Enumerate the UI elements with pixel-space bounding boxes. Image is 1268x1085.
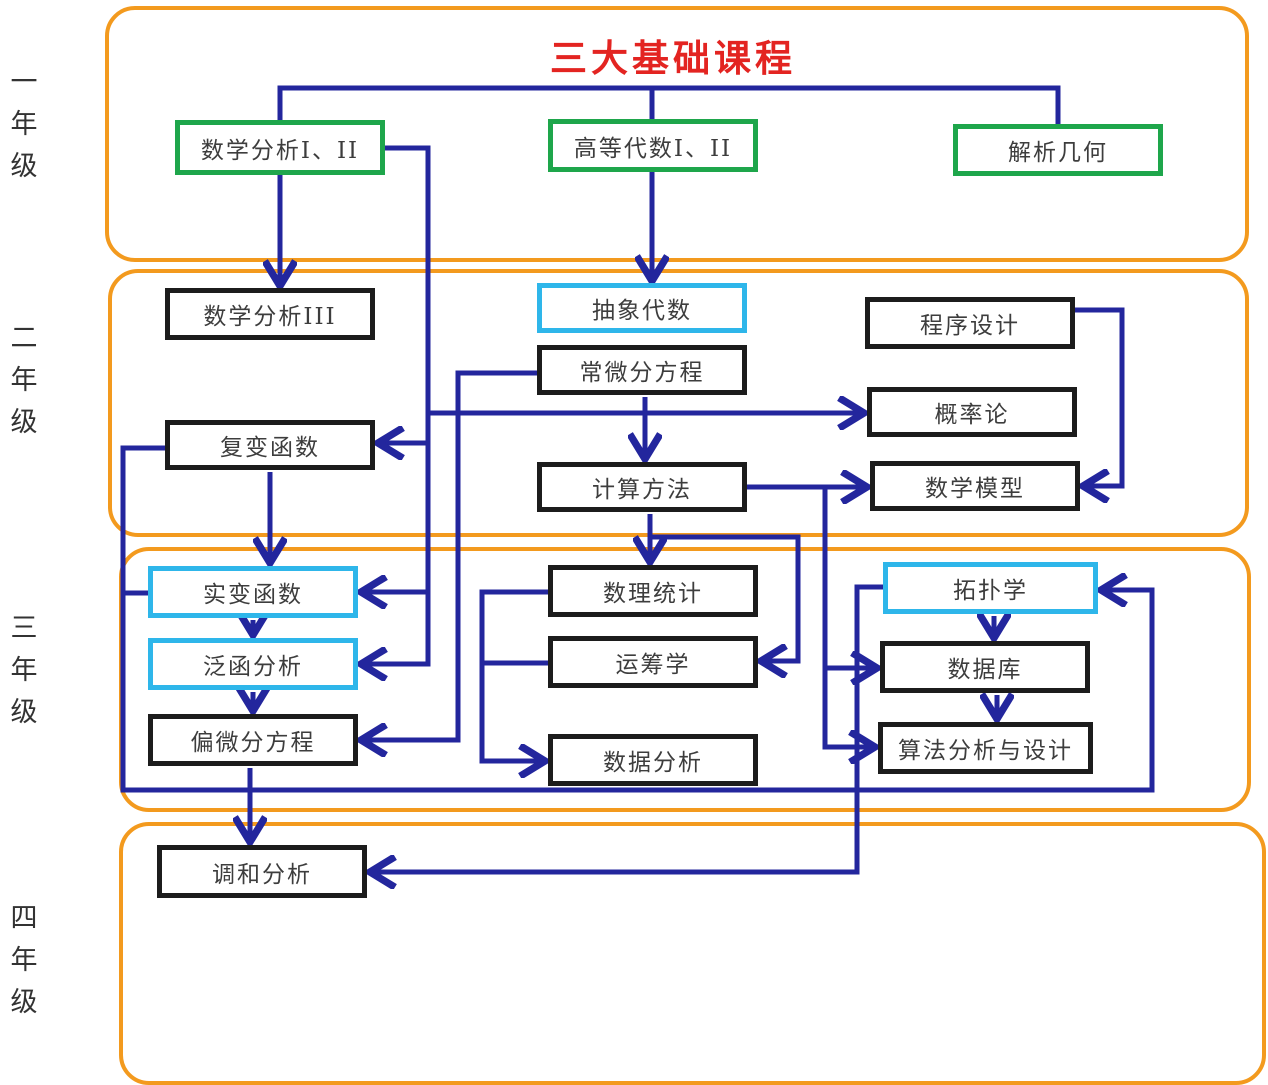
course-box-programming: 程序设计 (865, 297, 1075, 349)
edge-title-distribution (277, 85, 1061, 124)
course-box-probability: 概率论 (867, 387, 1077, 437)
course-label: 调和分析 (212, 861, 312, 888)
edge-programming-to-math-modeling (1075, 307, 1125, 486)
course-label: 泛函分析 (203, 654, 303, 680)
edge-complex-analysis-to-topology (120, 445, 1155, 793)
course-box-math-statistics: 数理统计 (548, 565, 758, 617)
course-label: 概率论 (934, 402, 1010, 428)
course-box-abstract-algebra: 抽象代数 (537, 283, 747, 333)
course-label: 数据库 (947, 657, 1023, 683)
course-label: 程序设计 (920, 313, 1020, 339)
year-2-label: 二年级 (10, 323, 38, 438)
course-label: 数学模型 (925, 476, 1025, 502)
year-1-section (105, 6, 1249, 262)
course-box-analytic-geometry: 解析几何 (953, 124, 1163, 176)
diagram-title: 三大基础课程 (550, 36, 796, 80)
course-box-harmonic-analysis: 调和分析 (157, 845, 367, 898)
course-label: 拓扑学 (953, 578, 1028, 604)
course-box-math-analysis-1-2: 数学分析I、II (175, 120, 385, 175)
course-label: 数学分析III (203, 304, 337, 330)
course-box-pde: 偏微分方程 (148, 714, 358, 766)
course-label: 高等代数I、II (573, 135, 733, 162)
edge-numerical-methods-to-operations-research (650, 534, 801, 661)
course-box-operations-research: 运筹学 (548, 636, 758, 688)
course-box-database: 数据库 (880, 641, 1090, 693)
course-box-math-modeling: 数学模型 (870, 461, 1080, 511)
course-box-algorithm-design: 算法分析与设计 (878, 722, 1093, 774)
course-box-data-analysis: 数据分析 (548, 734, 758, 786)
edge-ode-to-pde (361, 370, 537, 740)
year-1-label: 一年级 (10, 67, 38, 182)
course-label: 算法分析与设计 (898, 738, 1073, 764)
course-label: 数据分析 (603, 750, 703, 776)
year-3-label: 三年级 (10, 613, 38, 728)
course-label: 实变函数 (203, 582, 303, 608)
year-4-label: 四年级 (10, 903, 38, 1018)
edge-math-statistics-to-data-analysis (479, 589, 548, 761)
course-label: 常微分方程 (579, 360, 705, 386)
course-label: 运筹学 (615, 652, 691, 678)
course-box-topology: 拓扑学 (883, 562, 1098, 614)
edge-numerical-methods-to-algorithm-design (822, 487, 875, 747)
course-box-numerical-methods: 计算方法 (537, 462, 747, 512)
course-label: 数理统计 (603, 581, 703, 607)
year-4-section (119, 822, 1266, 1085)
course-box-advanced-algebra-1-2: 高等代数I、II (548, 119, 758, 172)
edge-math-analysis12-to-functional-analysis (361, 145, 431, 664)
course-box-ode: 常微分方程 (537, 345, 747, 395)
course-label: 解析几何 (1008, 140, 1108, 166)
course-box-real-analysis: 实变函数 (148, 566, 358, 618)
course-box-complex-analysis: 复变函数 (165, 420, 375, 470)
course-label: 计算方法 (592, 477, 692, 503)
course-label: 复变函数 (220, 435, 320, 461)
course-box-math-analysis-3: 数学分析III (165, 288, 375, 340)
edge-topology-to-harmonic-analysis (370, 584, 883, 872)
course-box-functional-analysis: 泛函分析 (148, 638, 358, 690)
course-label: 偏微分方程 (190, 730, 316, 756)
course-label: 抽象代数 (592, 298, 692, 324)
course-label: 数学分析I、II (200, 137, 360, 164)
